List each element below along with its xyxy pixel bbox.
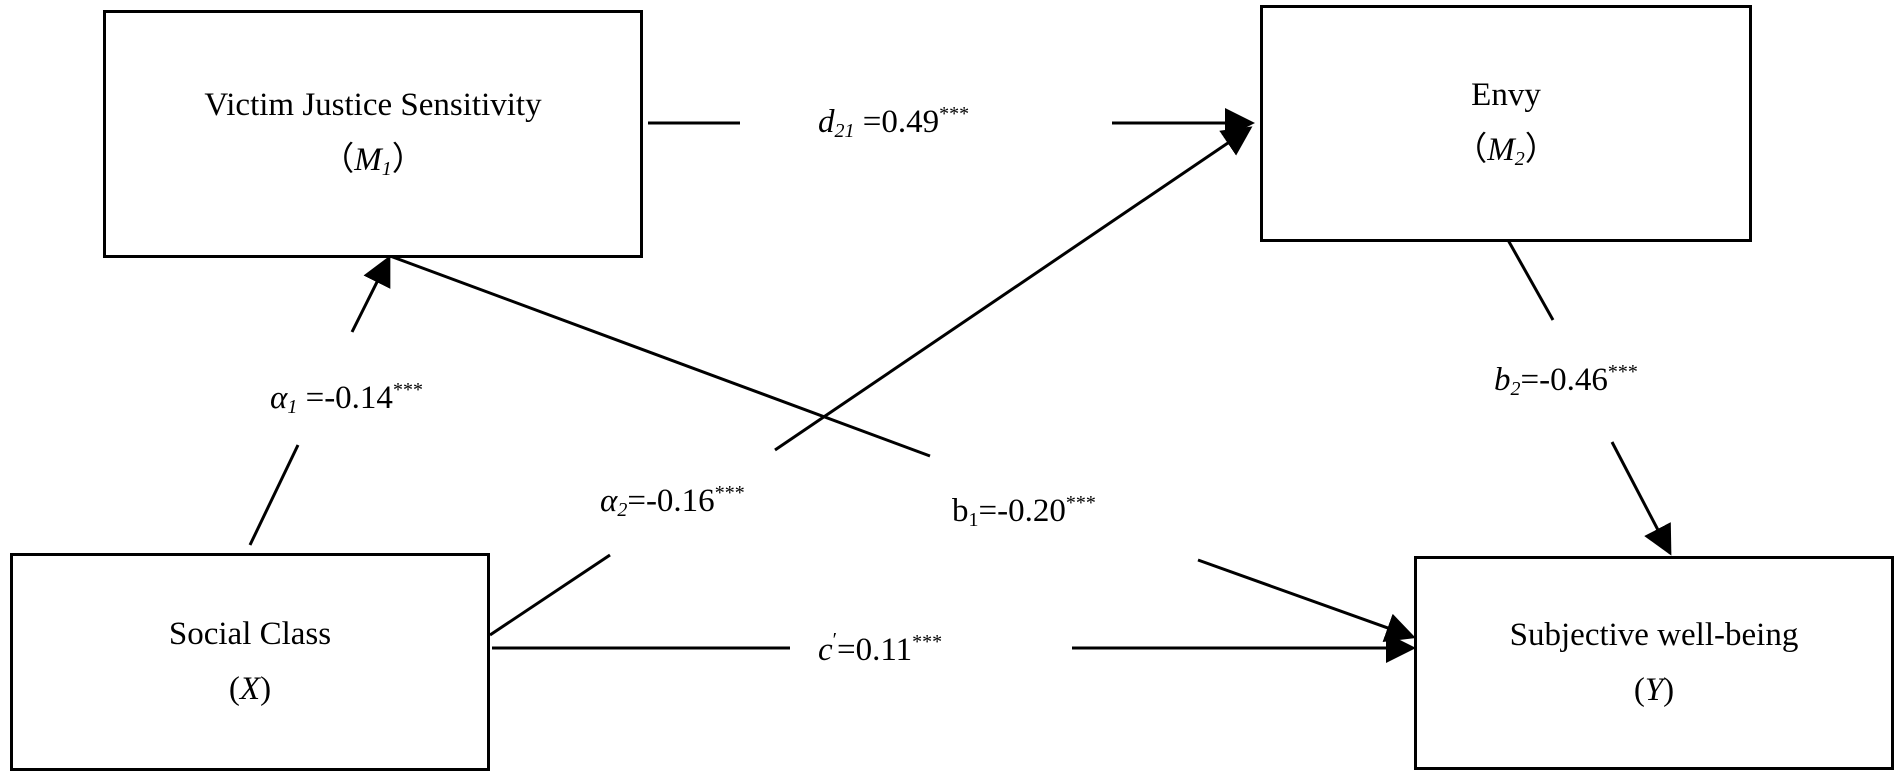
node-name: Victim Justice Sensitivity: [204, 87, 542, 123]
node-name: Subjective well-being: [1509, 617, 1799, 653]
node-envy: Envy （M2）: [1260, 5, 1752, 242]
arrow-b1-head: [1197, 558, 1416, 643]
node-symbol: (X): [228, 671, 272, 707]
arrow-b2-head: [1610, 441, 1672, 556]
node-name: Social Class: [168, 616, 332, 652]
arrow-a1-head: [350, 255, 391, 333]
label-b2: b2=-0.46***: [1494, 361, 1638, 400]
node-symbol: (Y): [1633, 672, 1675, 708]
node-social-class: Social Class (X): [10, 553, 490, 771]
arrow-b2-tail: [1506, 239, 1555, 321]
label-a2: α2=-0.16***: [600, 482, 745, 521]
node-symbol: （M2）: [1454, 131, 1558, 170]
node-subjective-well-being: Subjective well-being (Y): [1414, 556, 1894, 770]
arrow-a2-head: [774, 126, 1253, 452]
node-symbol: （M1）: [321, 142, 425, 180]
node-name: Envy: [1471, 76, 1541, 113]
label-c-prime: c′=0.11***: [818, 629, 943, 668]
label-d21: d21 =0.49***: [818, 103, 970, 142]
arrow-a1-tail: [248, 444, 300, 546]
arrow-b1-tail: [389, 254, 931, 458]
label-b1: b1=-0.20***: [952, 492, 1096, 531]
label-a1: α1 =-0.14***: [270, 379, 423, 418]
node-victim-justice-sensitivity: Victim Justice Sensitivity （M1）: [103, 10, 643, 258]
arrow-a2-tail: [489, 553, 611, 637]
